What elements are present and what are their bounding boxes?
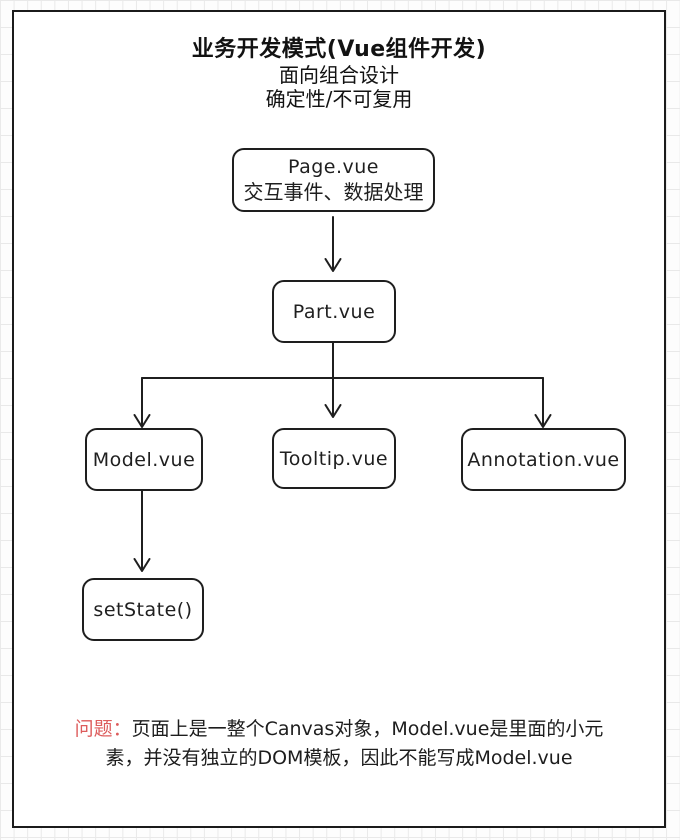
diagram-header: 业务开发模式(Vue组件开发) 面向组合设计 确定性/不可复用 [14, 36, 664, 111]
problem-note-line-2: 素，并没有独立的DOM模板，因此不能写成Model.vue [105, 747, 573, 769]
problem-note-label: 问题： [74, 718, 132, 740]
problem-note-line-1: 问题：页面上是一整个Canvas对象，Model.vue是里面的小元 [14, 715, 664, 744]
arrow-branch-to-model [133, 377, 151, 428]
node-part-vue-label: Part.vue [292, 300, 376, 323]
node-annotation-vue-label: Annotation.vue [467, 448, 620, 471]
node-setstate: setState() [82, 578, 204, 641]
diagram-subtitle-1: 面向组合设计 [279, 63, 399, 87]
problem-note: 问题：页面上是一整个Canvas对象，Model.vue是里面的小元 素，并没有… [14, 715, 664, 773]
connector-arrows [133, 216, 552, 572]
node-tooltip-vue: Tooltip.vue [272, 428, 396, 489]
node-page-vue-label: Page.vue [287, 156, 379, 178]
arrow-part-to-tooltip [324, 342, 342, 418]
arrow-branch-to-annotation [534, 377, 552, 428]
node-page-vue: Page.vue 交互事件、数据处理 [232, 148, 435, 212]
diagram-title: 业务开发模式(Vue组件开发) [191, 37, 487, 62]
node-tooltip-vue-label: Tooltip.vue [279, 447, 389, 470]
node-setstate-label: setState() [93, 598, 193, 621]
node-part-vue: Part.vue [272, 280, 396, 343]
diagram-subtitle-2: 确定性/不可复用 [265, 87, 413, 111]
arrow-model-to-setstate [133, 490, 151, 572]
node-model-vue-label: Model.vue [92, 448, 196, 471]
arrow-page-to-part [324, 216, 342, 272]
node-annotation-vue: Annotation.vue [461, 428, 626, 491]
node-model-vue: Model.vue [85, 428, 203, 491]
node-page-vue-sublabel: 交互事件、数据处理 [243, 180, 424, 204]
problem-note-text-1: 页面上是一整个Canvas对象，Model.vue是里面的小元 [131, 718, 604, 740]
whiteboard-canvas: 业务开发模式(Vue组件开发) 面向组合设计 确定性/不可复用 Page.vue… [12, 10, 666, 828]
